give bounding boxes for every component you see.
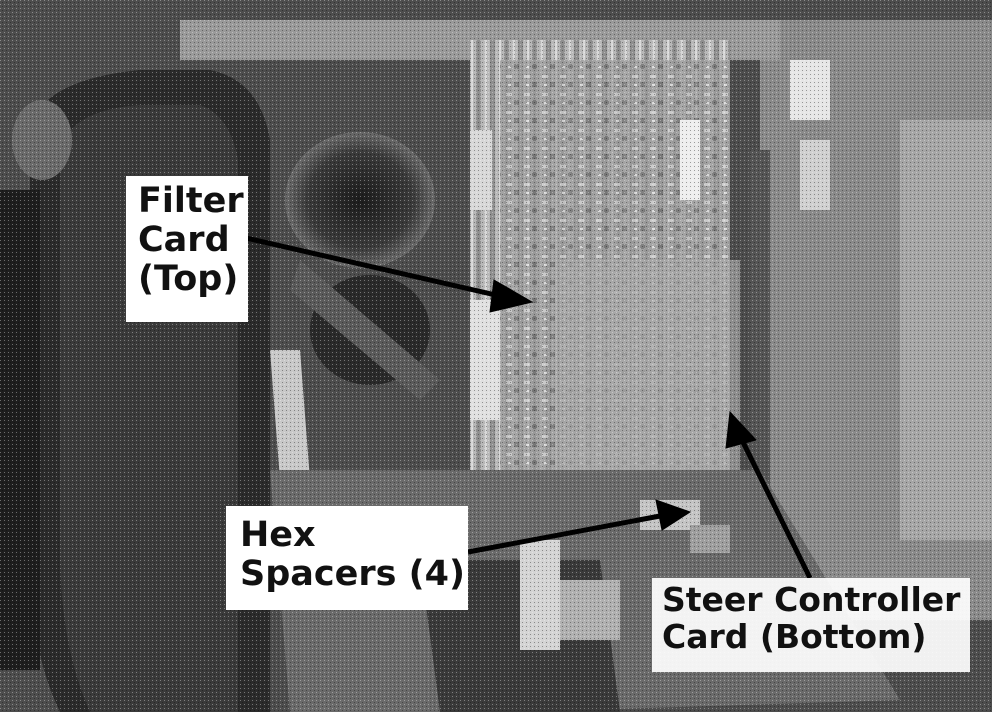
hex-spacers-label: Hex Spacers (4) — [226, 506, 468, 610]
arrow-hex-spacers — [467, 499, 692, 555]
steer-controller-label-line2: Card (Bottom) — [662, 616, 927, 656]
filter-card-label-line3: (Top) — [138, 259, 239, 300]
hex-spacers-label-line2: Spacers (4) — [240, 554, 465, 595]
arrow-steer-controller — [725, 410, 813, 580]
filter-card-label-line2: Card — [138, 220, 230, 261]
filter-card-label: Filter Card (Top) — [126, 176, 248, 322]
filter-card-label-line1: Filter — [138, 181, 244, 221]
hex-spacers-label-line1: Hex — [240, 515, 316, 555]
arrow-filter-card — [245, 235, 534, 313]
steer-controller-label-line1: Steer Controller — [662, 580, 961, 619]
steer-controller-label: Steer Controller Card (Bottom) — [652, 578, 970, 672]
